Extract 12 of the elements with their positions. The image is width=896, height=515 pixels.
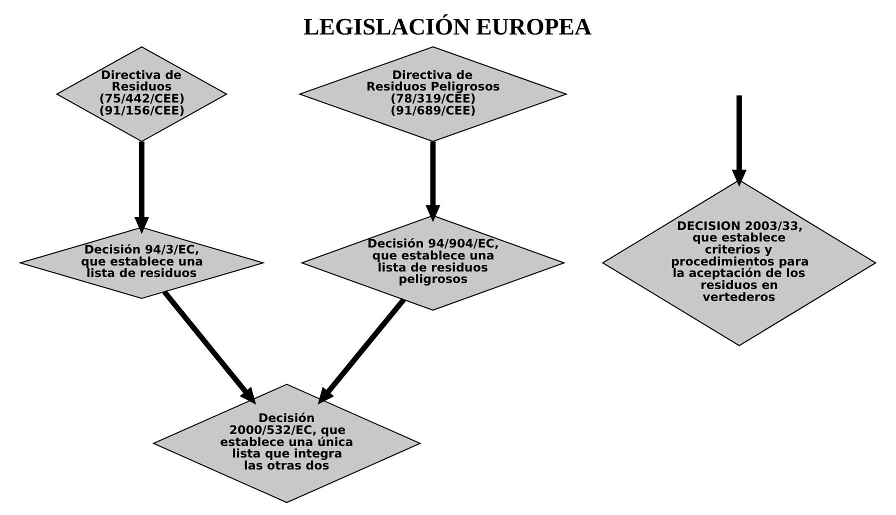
node-diamond: Directiva de Residuos Peligrosos (78/319/CEE) (91/689/CEE)	[298, 46, 568, 142]
arrow	[134, 142, 150, 234]
node-diamond: Directiva de Residuos (75/442/CEE) (91/156/CEE)	[56, 46, 228, 142]
node-diamond: Decisión 94/3/EC, que establece una lista de residuos	[18, 226, 266, 299]
arrow	[162, 290, 256, 405]
arrow	[732, 95, 747, 187]
arrow	[426, 142, 440, 222]
node-diamond: Decisión 94/904/EC, que establece una lista de residuos peligrosos	[300, 215, 566, 311]
diagram-title: LEGISLACIÓN EUROPEA	[303, 14, 592, 41]
node-diamond: Decisión 2000/532/EC, que establece una única lista que integra las otras dos	[152, 384, 422, 504]
node-diamond: DECISION 2003/33, que establece criterios y procedimientos para la aceptación de los residuos en vertederos	[602, 180, 877, 346]
arrow	[318, 298, 406, 405]
